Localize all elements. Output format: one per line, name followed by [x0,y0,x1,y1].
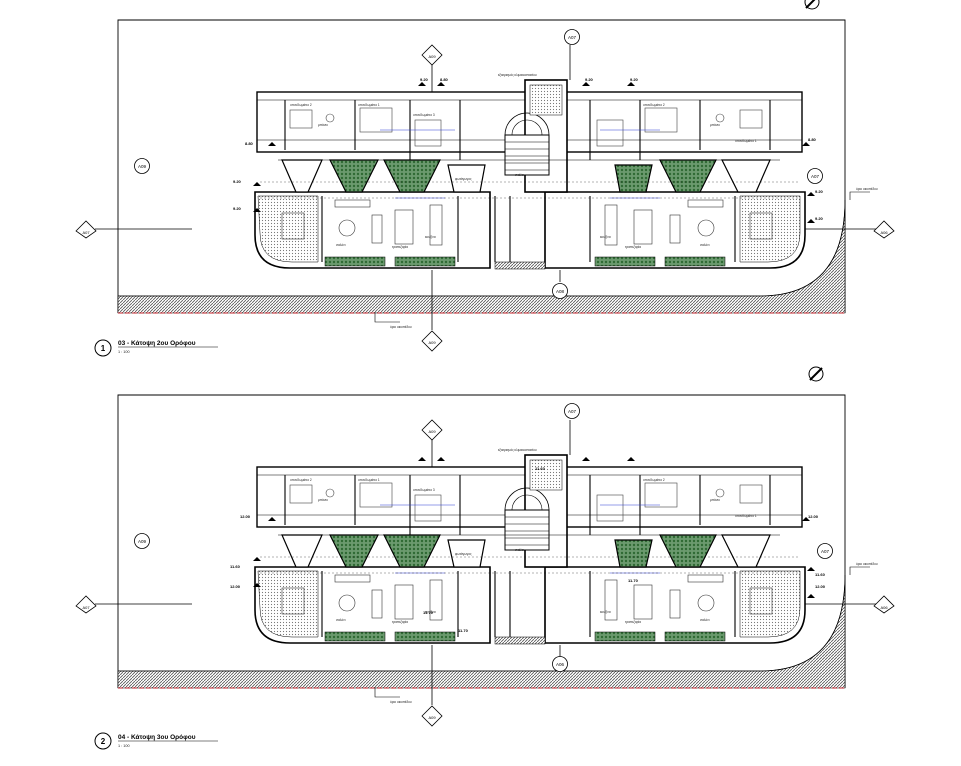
section-tag-west: A07 [82,605,90,610]
room-label: μπάνιο [710,123,720,127]
room-label: σαλόνι [336,243,346,247]
boundary-note: όριο οικοπέδου [390,700,412,704]
elevation-marker-icon: 12.00 11.60 12.00 12.00 11.60 12.00 11.7… [230,466,826,633]
section-tag-left: A09 [138,164,147,169]
level-label: 9.20 [815,189,824,194]
room-label: υπνοδωμάτιο 1 [735,139,757,143]
room-label: υπνοδωμάτιο 3 [413,113,435,117]
room-label: σαλόνι [700,618,710,622]
boundary-note: όριο οικοπέδου [856,562,878,566]
level-label: 12.00 [230,584,241,589]
section-tag-bottom: A06 [556,662,565,667]
level-label: 8.80 [808,137,817,142]
room-label: φωτάγωγος [455,552,472,556]
room-label: τραπεζαρία [625,245,641,249]
room-label: σαλόνι [336,618,346,622]
room-label: μπάνιο [318,498,328,502]
level-label: 11.70 [628,578,639,583]
floor-plan-1: A07 A08 A09 A07 A07 A06 A09 A09 9.20 8.8… [75,0,895,357]
section-marker-icon [75,29,895,352]
ventilation-note: εξαερισμός κλιμακοστασίου [498,448,537,452]
stair-note: σκάλα [515,548,524,552]
room-label: κουζίνα [425,235,436,239]
elevation-marker-icon: 9.20 8.80 9.20 9.20 8.80 9.20 9.20 8.80 … [233,77,824,221]
plan-number: 2 [101,737,106,746]
room-label: τραπεζαρία [625,620,641,624]
room-label: υπνοδωμάτιο 1 [358,103,380,107]
plan-number-badge [94,339,112,357]
section-tag-cut-bottom: A09 [428,340,436,345]
section-tag-cut-top: A09 [428,429,436,434]
north-arrow-icon [804,0,820,10]
plan-scale: 1 : 100 [118,350,130,354]
room-label: τραπεζαρία [392,245,408,249]
level-label: 12.00 [815,584,826,589]
level-label: 8.80 [440,77,449,82]
room-label: μπάνιο [710,498,720,502]
plan-number-badge [94,732,112,750]
north-arrow-icon [808,366,824,382]
level-label: 8.80 [245,141,254,146]
level-label: 9.20 [815,216,824,221]
level-label: 11.70 [423,610,434,615]
room-label: σαλόνι [700,243,710,247]
section-tag-top: A07 [568,409,577,414]
room-label: υπνοδωμάτιο 3 [413,488,435,492]
level-label: 11.60 [535,466,546,471]
room-label: μπάνιο [318,123,328,127]
plan-scale: 1 : 100 [118,744,130,748]
section-tag-right: A07 [811,174,820,179]
level-label: 11.70 [458,628,469,633]
room-label: φωτάγωγος [455,177,472,181]
level-label: 9.20 [630,77,639,82]
room-label: υπνοδωμάτιο 2 [643,103,665,107]
level-label: 11.60 [815,572,826,577]
room-label: κουζίνα [600,235,611,239]
boundary-note: όριο οικοπέδου [390,325,412,329]
plan-number: 1 [101,344,106,353]
section-tag-west: A07 [82,230,90,235]
level-label: 11.60 [230,564,241,569]
section-tag-cut-top: A09 [428,54,436,59]
section-tag-right: A07 [821,549,830,554]
section-tag-top: A07 [568,35,577,40]
level-label: 9.20 [233,179,242,184]
room-label: τραπεζαρία [392,620,408,624]
section-tag-east: A06 [880,230,888,235]
room-label: υπνοδωμάτιο 2 [643,478,665,482]
section-tag-east: A06 [880,605,888,610]
level-label: 12.00 [240,514,251,519]
plan-title: 03 - Κάτοψη 2ου Ορόφου [118,340,196,347]
room-label: υπνοδωμάτιο 2 [290,103,312,107]
section-marker-icon [75,403,895,727]
level-label: 12.00 [808,514,819,519]
ventilation-note: εξαερισμός κλιμακοστασίου [498,73,537,77]
room-label: κουζίνα [425,610,436,614]
boundary-note: όριο οικοπέδου [856,187,878,191]
section-tag-left: A09 [138,539,147,544]
room-label: κουζίνα [600,610,611,614]
level-label: 9.20 [420,77,429,82]
stair-note: σκάλα [515,173,524,177]
section-tag-bottom: A08 [556,289,565,294]
section-tag-cut-bottom: A09 [428,715,436,720]
level-label: 9.20 [585,77,594,82]
plan-title: 04 - Κάτοψη 3ου Ορόφου [118,734,196,741]
level-label: 9.20 [233,206,242,211]
room-label: υπνοδωμάτιο 1 [735,514,757,518]
room-label: υπνοδωμάτιο 1 [358,478,380,482]
floor-plan-2: A07 A06 A09 A07 A07 A06 A09 A09 12.00 11… [75,366,895,750]
room-label: υπνοδωμάτιο 2 [290,478,312,482]
